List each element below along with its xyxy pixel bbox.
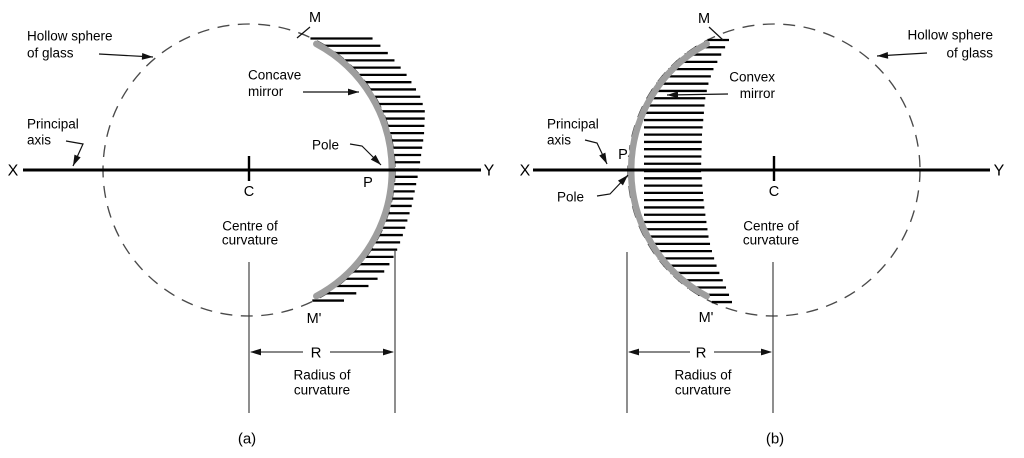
principal-axis-label-a: Principal bbox=[27, 117, 79, 132]
mirror-label-b: Convex bbox=[729, 70, 775, 85]
principal-axis-arrow-head-icon bbox=[73, 154, 81, 166]
pole-arrow-head-icon bbox=[370, 154, 381, 165]
hatch-group-a bbox=[310, 37, 425, 302]
mirror-arrow-head-icon bbox=[348, 88, 359, 96]
radius-of-curvature-label-a: Radius of bbox=[293, 368, 350, 383]
radius-symbol-label-a: R bbox=[311, 344, 322, 361]
mirror-arrow-head-icon bbox=[667, 91, 679, 99]
centre-of-curvature-label-a: Centre of bbox=[222, 219, 278, 234]
centre-point-label-b: C bbox=[769, 184, 779, 200]
y-axis-end-label-a: Y bbox=[484, 163, 495, 180]
hollow-sphere-arrow-head-icon bbox=[877, 51, 889, 59]
dimension-arrow-left-icon bbox=[628, 348, 639, 356]
x-axis-end-label-b: X bbox=[520, 163, 531, 180]
centre-point-label-a: C bbox=[244, 184, 254, 200]
hollow-sphere-label-a: Hollow sphere bbox=[27, 29, 113, 44]
dimension-arrow-right-icon bbox=[761, 348, 772, 356]
caption-b: (b) bbox=[766, 430, 784, 447]
dimension-arrow-right-icon bbox=[383, 348, 394, 356]
mirror-bottom-label-a: M' bbox=[307, 311, 322, 327]
mirror-label-a: mirror bbox=[248, 84, 284, 99]
mirror-label-a: Concave bbox=[248, 68, 301, 83]
radius-of-curvature-label-b: curvature bbox=[675, 383, 731, 398]
mirror-label-b: mirror bbox=[740, 86, 776, 101]
m-tick-line-b bbox=[708, 26, 724, 41]
pole-point-label-b: P bbox=[618, 147, 628, 163]
leader-arrows bbox=[65, 26, 928, 197]
y-axis-end-label-b: Y bbox=[994, 163, 1005, 180]
m-tick-line-a bbox=[296, 26, 311, 39]
hollow-sphere-label-b: Hollow sphere bbox=[907, 28, 993, 43]
mirror-top-label-a: M bbox=[309, 10, 321, 26]
caption-a: (a) bbox=[238, 430, 256, 447]
mirror-bottom-label-b: M' bbox=[699, 310, 714, 326]
dimension-arrow-left-icon bbox=[250, 348, 261, 356]
x-axis-end-label-a: X bbox=[8, 163, 19, 180]
radius-of-curvature-label-a: curvature bbox=[294, 383, 350, 398]
pole-label-b: Pole bbox=[557, 190, 584, 205]
radius-symbol-label-b: R bbox=[696, 344, 707, 361]
centre-of-curvature-label-b: curvature bbox=[743, 233, 799, 248]
hollow-sphere-arrow-head-icon bbox=[141, 52, 153, 60]
principal-axis-label-a: axis bbox=[27, 133, 51, 148]
mirror-hatching bbox=[310, 37, 732, 304]
principal-axis-arrow-head-icon bbox=[599, 152, 607, 164]
pole-point-label-a: P bbox=[363, 175, 373, 191]
pole-arrow-head-icon bbox=[617, 175, 628, 186]
axes-and-dimensions bbox=[23, 156, 990, 413]
radius-of-curvature-label-b: Radius of bbox=[674, 368, 731, 383]
principal-axis-label-b: axis bbox=[547, 133, 571, 148]
mirror-top-label-b: M bbox=[698, 11, 710, 27]
centre-of-curvature-label-b: Centre of bbox=[743, 219, 799, 234]
centre-of-curvature-label-a: curvature bbox=[222, 233, 278, 248]
principal-axis-label-b: Principal bbox=[547, 117, 599, 132]
pole-label-a: Pole bbox=[312, 138, 339, 153]
hollow-sphere-label-b: of glass bbox=[946, 46, 993, 61]
hollow-sphere-label-a: of glass bbox=[27, 46, 74, 61]
